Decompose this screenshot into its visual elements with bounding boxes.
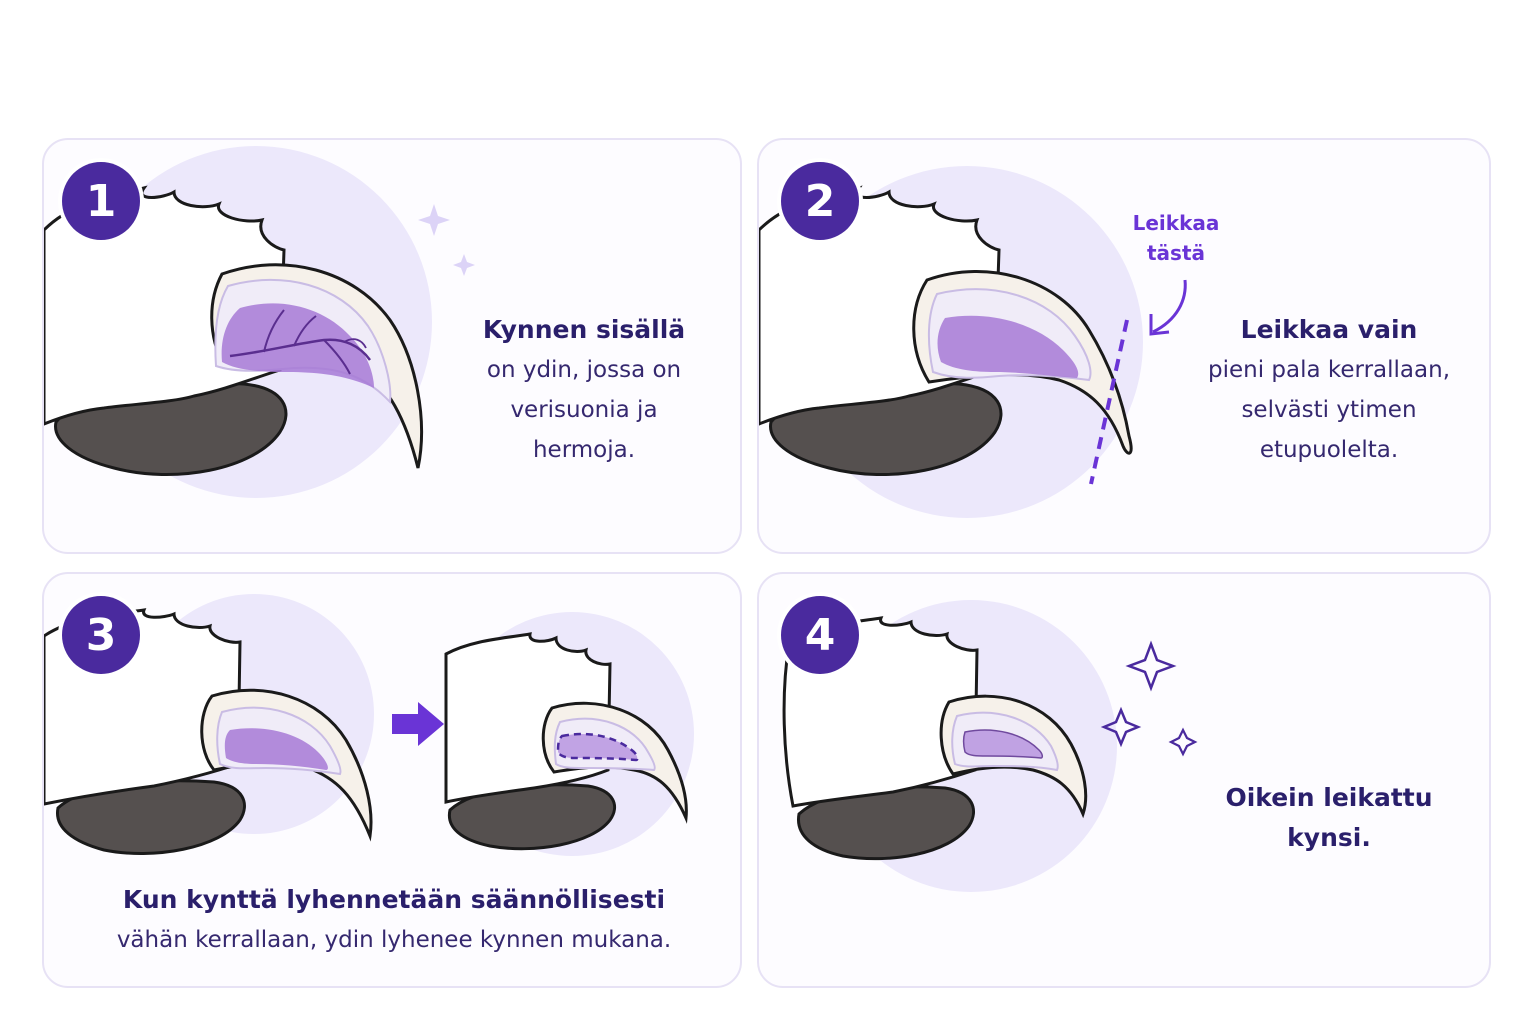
step-4-text: Oikein leikattu kynsi.: [1189, 778, 1469, 858]
step-heading: Kynnen sisällä: [482, 315, 686, 344]
step-heading: Oikein leikattu: [1225, 783, 1433, 812]
step-card-1: 1 Kynnen sisällä on ydin, jossa on veris…: [42, 138, 742, 554]
sparkle-icon: [1100, 706, 1142, 748]
arrow-right-icon: [392, 702, 444, 746]
cut-arrow-icon: [1152, 279, 1187, 334]
claw-illustration-2: [759, 166, 1187, 518]
step-line: pieni pala kerrallaan,: [1207, 357, 1451, 383]
step-line: vähän kerrallaan, ydin lyhenee kynnen mu…: [116, 927, 672, 953]
step-badge: 3: [62, 596, 140, 674]
sparkle-icon: [1168, 727, 1198, 757]
sparkle-icon: [418, 204, 450, 236]
step-1-text: Kynnen sisällä on ydin, jossa on verisuo…: [444, 310, 724, 470]
step-line: hermoja.: [532, 437, 636, 463]
sparkle-icon: [1125, 640, 1177, 692]
step-heading: Kun kynttä lyhennetään säännöllisesti: [122, 885, 666, 914]
step-card-3: 3 Kun kynttä lyhennetään säännöllisesti …: [42, 572, 742, 988]
cut-label-line: Leikkaa: [1132, 211, 1220, 235]
cut-here-label: Leikkaa tästä: [1121, 208, 1231, 268]
step-heading: Leikkaa vain: [1240, 315, 1418, 344]
claw-illustration-3: [44, 594, 694, 856]
step-badge: 4: [781, 596, 859, 674]
step-line: verisuonia ja: [510, 397, 658, 423]
step-card-2: Leikkaa tästä 2 Leikkaa vain pieni pala …: [757, 138, 1491, 554]
step-heading: kynsi.: [1287, 823, 1371, 852]
step-card-4: 4 Oikein leikattu kynsi.: [757, 572, 1491, 988]
step-2-text: Leikkaa vain pieni pala kerrallaan, selv…: [1189, 310, 1469, 470]
cut-label-line: tästä: [1146, 241, 1206, 265]
step-line: etupuolelta.: [1259, 437, 1399, 463]
step-line: on ydin, jossa on: [486, 357, 682, 383]
claw-illustration-1: [44, 146, 475, 498]
sparkle-icon: [453, 254, 475, 276]
step-3-text: Kun kynttä lyhennetään säännöllisesti vä…: [64, 880, 724, 960]
step-line: selvästi ytimen: [1241, 397, 1417, 423]
step-badge: 2: [781, 162, 859, 240]
step-badge: 1: [62, 162, 140, 240]
